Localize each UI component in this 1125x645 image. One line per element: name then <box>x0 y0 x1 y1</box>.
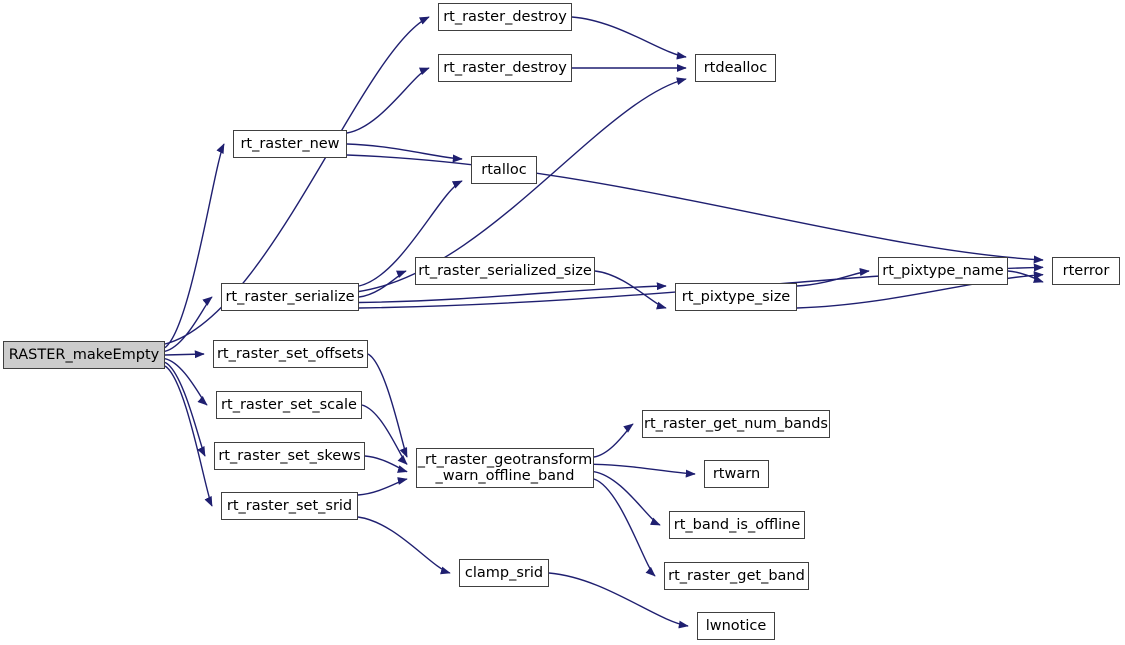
edge-geotransform_warn-to-rt_raster_get_band <box>593 478 656 577</box>
graph-node-label: rt_raster_set_offsets <box>216 345 365 362</box>
graph-node-label: rt_raster_set_scale <box>221 396 357 413</box>
edge-raster_makeempty-to-rt_raster_set_offsets <box>164 350 205 359</box>
graph-node-label: RASTER_makeEmpty <box>8 346 160 363</box>
edge-rt_pixtype_name-to-rterror <box>1007 270 1044 283</box>
edge-rt_raster_serialize-to-rt_pixtype_size <box>358 282 667 304</box>
graph-node-label: _rt_raster_geotransform _warn_offline_ba… <box>417 451 593 484</box>
graph-node-rt_raster_destroy_1[interactable]: rt_raster_destroy <box>438 3 572 31</box>
graph-node-rt_band_is_offline[interactable]: rt_band_is_offline <box>669 511 805 539</box>
edge-geotransform_warn-to-rtwarn <box>593 463 696 478</box>
edge-raster_makeempty-to-rt_raster_serialize <box>164 296 213 353</box>
graph-node-rtwarn[interactable]: rtwarn <box>704 460 769 488</box>
edge-geotransform_warn-to-rt_raster_get_num_bands <box>593 423 634 458</box>
edge-raster_makeempty-to-rt_raster_set_srid <box>164 365 213 507</box>
graph-node-label: rt_raster_get_num_bands <box>644 415 828 432</box>
graph-node-label: rt_band_is_offline <box>673 516 801 533</box>
edge-rt_raster_set_srid-to-geotransform_warn <box>357 477 408 496</box>
graph-node-clamp_srid[interactable]: clamp_srid <box>459 559 549 587</box>
graph-node-rt_raster_destroy_2[interactable]: rt_raster_destroy <box>438 54 572 82</box>
graph-node-label: rt_pixtype_size <box>681 288 791 305</box>
edge-rt_raster_destroy_1-to-rtdealloc <box>571 16 687 60</box>
graph-node-rt_raster_set_skews[interactable]: rt_raster_set_skews <box>214 442 365 470</box>
graph-node-label: rt_raster_serialize <box>225 288 355 305</box>
graph-node-rt_raster_get_num_bands[interactable]: rt_raster_get_num_bands <box>642 410 830 438</box>
graph-node-label: clamp_srid <box>464 564 544 581</box>
edge-raster_makeempty-to-rt_raster_set_skews <box>164 361 206 457</box>
edge-rt_pixtype_size-to-rterror <box>796 271 1044 309</box>
edge-rt_raster_new-to-rtalloc <box>346 143 463 163</box>
edge-rt_raster_serialize-to-rtdealloc <box>358 77 687 293</box>
graph-node-label: rtdealloc <box>703 59 768 76</box>
graph-node-rt_raster_set_srid[interactable]: rt_raster_set_srid <box>221 492 358 520</box>
graph-node-label: rt_raster_serialized_size <box>418 262 592 279</box>
edge-raster_makeempty-to-rt_raster_destroy_1 <box>164 16 430 345</box>
graph-node-label: rt_raster_set_srid <box>226 497 353 514</box>
edge-rt_raster_serialized_size-to-rt_pixtype_size <box>594 270 667 310</box>
graph-node-label: rt_raster_destroy <box>443 8 567 25</box>
edge-raster_makeempty-to-rt_raster_new <box>164 143 225 349</box>
edge-rt_raster_serialize-to-rt_raster_serialized_size <box>358 270 407 298</box>
graph-node-label: rt_pixtype_name <box>882 262 1004 279</box>
edge-rt_raster_set_offsets-to-geotransform_warn <box>367 353 408 458</box>
graph-node-rterror[interactable]: rterror <box>1052 257 1120 285</box>
graph-node-raster_makeempty[interactable]: RASTER_makeEmpty <box>3 341 165 369</box>
edge-geotransform_warn-to-rt_band_is_offline <box>593 470 661 526</box>
graph-node-lwnotice[interactable]: lwnotice <box>697 612 775 640</box>
graph-node-rt_pixtype_name[interactable]: rt_pixtype_name <box>878 257 1008 285</box>
graph-node-label: rt_raster_set_skews <box>218 447 361 464</box>
graph-node-rt_raster_set_offsets[interactable]: rt_raster_set_offsets <box>213 340 368 368</box>
edge-rt_raster_set_scale-to-geotransform_warn <box>361 404 408 465</box>
edge-rt_raster_new-to-rt_raster_destroy_2 <box>346 67 430 134</box>
edge-rt_raster_set_srid-to-clamp_srid <box>357 516 451 575</box>
graph-node-rt_raster_serialized_size[interactable]: rt_raster_serialized_size <box>415 257 595 285</box>
graph-node-rt_pixtype_size[interactable]: rt_pixtype_size <box>675 283 797 311</box>
graph-node-label: rterror <box>1062 262 1110 279</box>
edge-rt_raster_new-to-rterror <box>346 154 1044 264</box>
graph-node-geotransform_warn[interactable]: _rt_raster_geotransform _warn_offline_ba… <box>416 448 594 488</box>
graph-node-rt_raster_new[interactable]: rt_raster_new <box>233 130 347 158</box>
graph-node-rt_raster_serialize[interactable]: rt_raster_serialize <box>221 283 359 311</box>
graph-node-label: lwnotice <box>705 617 767 634</box>
graph-node-label: rt_raster_get_band <box>668 567 805 584</box>
edge-raster_makeempty-to-rt_raster_set_scale <box>164 357 208 406</box>
edge-rt_raster_serialize-to-rtalloc <box>358 180 463 287</box>
graph-node-label: rt_raster_new <box>240 135 340 152</box>
graph-node-rtdealloc[interactable]: rtdealloc <box>695 54 776 82</box>
graph-node-label: rtwarn <box>712 465 761 482</box>
graph-node-rtalloc[interactable]: rtalloc <box>471 156 537 184</box>
edge-clamp_srid-to-lwnotice <box>548 572 689 629</box>
graph-node-rt_raster_set_scale[interactable]: rt_raster_set_scale <box>216 391 362 419</box>
graph-node-rt_raster_get_band[interactable]: rt_raster_get_band <box>664 562 809 590</box>
edge-rt_raster_set_skews-to-geotransform_warn <box>364 455 408 473</box>
graph-node-label: rt_raster_destroy <box>443 59 567 76</box>
edge-rt_pixtype_size-to-rt_pixtype_name <box>796 268 870 287</box>
graph-node-label: rtalloc <box>481 161 527 178</box>
